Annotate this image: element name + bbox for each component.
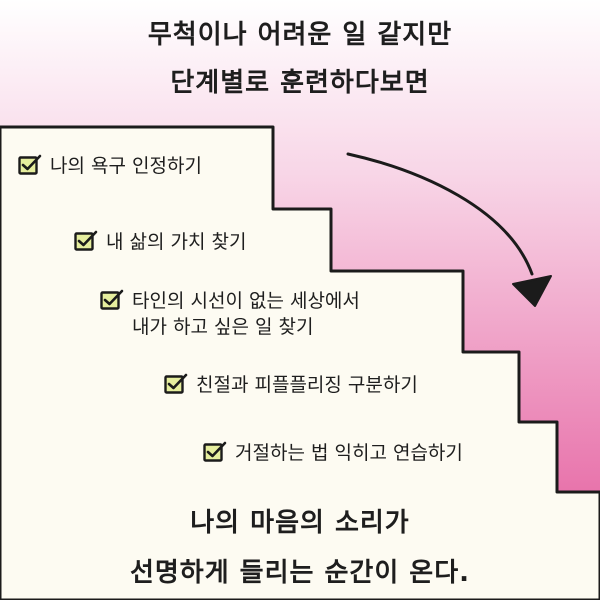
arrow-head-icon (512, 275, 552, 307)
checked-box-icon (18, 154, 42, 175)
headline-bottom-line-2: 선명하게 들리는 순간이 온다. (129, 558, 471, 588)
checked-box-icon (203, 441, 227, 462)
step-text-line: 타인의 시선이 없는 세상에서 (132, 290, 360, 312)
step-text-line: 친절과 피플플리징 구분하기 (196, 374, 418, 396)
step-text: 타인의 시선이 없는 세상에서 내가 하고 싶은 일 찾기 (132, 288, 360, 340)
step-text-line: 내 삶의 가치 찾기 (106, 231, 247, 253)
checked-box-icon (74, 230, 98, 251)
curved-arrow-icon (346, 152, 534, 276)
stair-steps (0, 125, 600, 600)
step-text: 거절하는 법 익히고 연습하기 (235, 440, 463, 466)
step-text-line: 거절하는 법 익히고 연습하기 (235, 442, 463, 464)
step-text-line: 나의 욕구 인정하기 (50, 155, 202, 177)
step-text: 친절과 피플플리징 구분하기 (196, 372, 418, 398)
checked-box-icon (100, 289, 124, 310)
step-text-line: 내가 하고 싶은 일 찾기 (132, 316, 314, 338)
step-item: 친절과 피플플리징 구분하기 (164, 372, 418, 398)
step-text: 내 삶의 가치 찾기 (106, 229, 246, 255)
checked-box-icon (164, 373, 188, 394)
step-item: 타인의 시선이 없는 세상에서 내가 하고 싶은 일 찾기 (100, 288, 360, 340)
headline-top-line-2: 단계별로 훈련하다보면 (170, 68, 430, 98)
step-item: 거절하는 법 익히고 연습하기 (203, 440, 463, 466)
headline-bottom-line-1: 나의 마음의 소리가 (190, 508, 410, 538)
step-item: 내 삶의 가치 찾기 (74, 229, 246, 255)
step-text: 나의 욕구 인정하기 (50, 153, 202, 179)
step-item: 나의 욕구 인정하기 (18, 153, 202, 179)
headline-top-line-1: 무척이나 어려운 일 같지만 (147, 20, 453, 50)
